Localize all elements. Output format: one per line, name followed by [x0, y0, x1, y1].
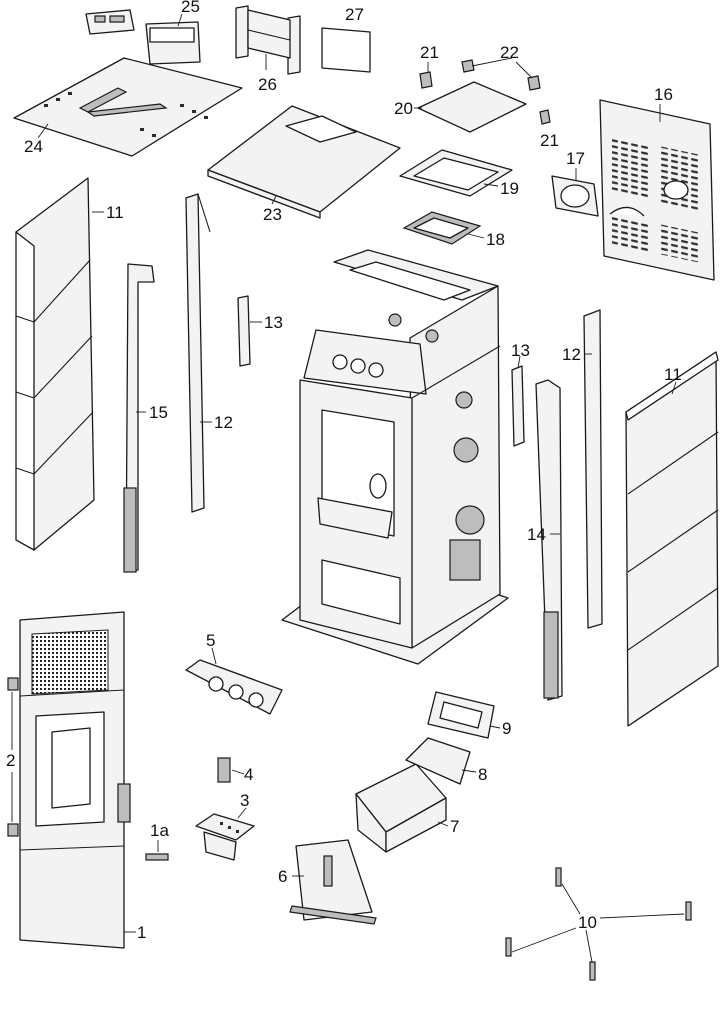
label-8: 8 [478, 765, 487, 784]
label-3: 3 [240, 791, 249, 810]
label-16: 16 [654, 85, 673, 104]
label-19: 19 [500, 179, 519, 198]
part-17-flange [551, 175, 599, 217]
stove-body-assembly [281, 249, 509, 665]
label-7: 7 [450, 817, 459, 836]
label-21-bottom: 21 [540, 131, 559, 150]
part-2-hinges [7, 677, 19, 837]
label-20: 20 [394, 99, 413, 118]
label-27: 27 [345, 5, 364, 24]
part-15-upright [123, 263, 155, 573]
part-13-right-strip [511, 365, 525, 447]
label-1a: 1a [150, 821, 169, 840]
label-13-left: 13 [264, 313, 283, 332]
label-4: 4 [244, 765, 253, 784]
part-11-right-side-cladding [625, 351, 719, 727]
part-5-burner-plate [185, 659, 283, 715]
part-23-top-panel [207, 105, 401, 219]
part-13-left-strip [237, 295, 251, 367]
part-18-gasket [402, 211, 482, 245]
part-1-front-panel [19, 611, 131, 949]
label-5: 5 [206, 631, 215, 650]
label-11-left: 11 [106, 203, 124, 222]
part-6-ash-cover [289, 839, 377, 925]
part-9-frame-plate [427, 691, 495, 739]
label-26: 26 [258, 75, 277, 94]
part-14-upright [535, 379, 563, 701]
part-24-top-cover [13, 57, 243, 157]
label-17: 17 [566, 149, 585, 168]
part-25-control-display [85, 9, 201, 65]
label-1: 1 [137, 923, 146, 942]
label-24: 24 [24, 137, 43, 156]
label-18: 18 [486, 230, 505, 249]
part-7-ash-pan [355, 763, 447, 853]
label-10: 10 [578, 913, 597, 932]
label-22: 22 [500, 43, 519, 62]
part-26-rear-frame [235, 5, 301, 75]
label-21-top: 21 [420, 43, 439, 62]
label-13-right: 13 [511, 341, 530, 360]
label-12-left: 12 [214, 413, 233, 432]
part-11-left-side-cladding [15, 177, 95, 551]
part-27-cover-plate [321, 27, 371, 73]
part-16-rear-panel [599, 99, 715, 281]
label-25: 25 [181, 0, 200, 16]
label-11-right: 11 [664, 365, 682, 384]
part-12-right-profile [583, 309, 603, 629]
part-19-tray-frame [399, 149, 513, 197]
label-9: 9 [502, 719, 511, 738]
label-6: 6 [278, 867, 287, 886]
part-22-latch [461, 59, 541, 91]
part-1a-key [145, 853, 169, 861]
label-12-right: 12 [562, 345, 581, 364]
label-2: 2 [6, 751, 15, 770]
part-12-left-profile [185, 193, 211, 513]
part-21-hinge-top [419, 71, 433, 89]
label-23: 23 [263, 205, 282, 224]
part-21-hinge-bottom [539, 109, 551, 125]
part-20-lid [417, 81, 527, 133]
part-8-plate [405, 737, 471, 785]
part-4-igniter [217, 757, 231, 783]
part-10-feet [505, 867, 692, 981]
label-14: 14 [527, 525, 546, 544]
label-15: 15 [149, 403, 168, 422]
part-3-burn-pot [195, 813, 255, 861]
